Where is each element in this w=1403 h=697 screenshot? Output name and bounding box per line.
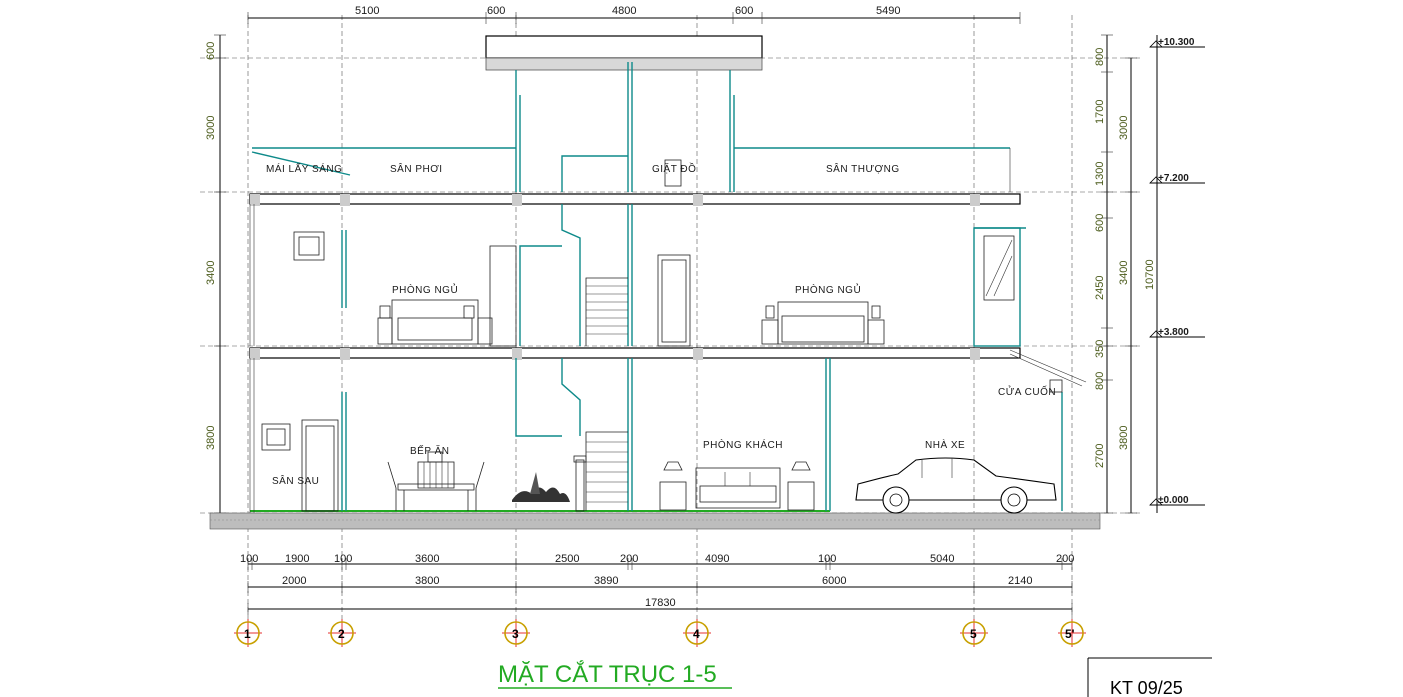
axis-5: 5 xyxy=(960,619,988,647)
bottom1-dim-8: 100 xyxy=(818,553,836,565)
level-markers: +10.300 +7.200 +3.800 ±0.000 xyxy=(1149,37,1205,506)
left-dim-1: 600 xyxy=(205,42,217,60)
bottom1-dim-1: 100 xyxy=(240,553,258,565)
right-dim-mid-3: 3800 xyxy=(1118,426,1130,450)
sheet-box: KT 09/25 xyxy=(1087,657,1212,697)
bottom-dimension-chain-1: 100 1900 100 3600 2500 200 4090 100 5040… xyxy=(240,553,1074,570)
bottom-dimension-total: 17830 xyxy=(247,597,1073,615)
right-dim-inner-2: 1700 xyxy=(1094,100,1106,124)
axis-2: 2 xyxy=(328,619,356,647)
label-san-phoi: SÂN PHƠI xyxy=(390,162,443,175)
top-dim-4: 600 xyxy=(735,5,753,17)
bottom2-dim-3: 3890 xyxy=(594,575,618,587)
bottom1-dim-3: 100 xyxy=(334,553,352,565)
stair-floor-2 xyxy=(585,277,628,346)
right-dim-inner-3: 1300 xyxy=(1094,162,1106,186)
axis-gridlines xyxy=(200,15,1140,640)
ground-floor-walls xyxy=(249,349,1087,513)
bed-room-2 xyxy=(761,301,885,345)
label-phong-khach: PHÒNG KHÁCH xyxy=(703,438,783,451)
axis-1: 1 xyxy=(234,619,262,647)
dining-set xyxy=(387,451,485,511)
right-dim-inner-5: 2450 xyxy=(1094,276,1106,300)
top-dim-1: 5100 xyxy=(355,5,379,17)
label-phong-ngu-2: PHÒNG NGỦ xyxy=(795,283,861,296)
bottom1-dim-7: 4090 xyxy=(705,553,729,565)
right-dim-inner-4: 600 xyxy=(1094,214,1106,232)
right-dim-inner-6: 350 xyxy=(1094,340,1106,358)
axis-label-3: 3 xyxy=(512,627,519,641)
level-roof: +10.300 xyxy=(1158,37,1195,48)
left-dim-3: 3400 xyxy=(205,261,217,285)
car xyxy=(855,457,1057,514)
room-labels: MÁI LẤY SÁNG SÂN PHƠI GIẶT ĐỒ SÂN THƯỢNG… xyxy=(266,162,1056,487)
left-dim-4: 3800 xyxy=(205,426,217,450)
left-dimension-chain: 600 3000 3400 3800 xyxy=(205,34,226,514)
bottom1-dim-4: 3600 xyxy=(415,553,439,565)
axis-label-4: 4 xyxy=(693,627,700,641)
right-dim-inner-8: 2700 xyxy=(1094,444,1106,468)
axis-3: 3 xyxy=(502,619,530,647)
axis-label-2: 2 xyxy=(338,627,345,641)
axis-4: 4 xyxy=(683,619,711,647)
label-san-thuong: SÂN THƯỢNG xyxy=(826,162,900,175)
right-dim-total: 10700 xyxy=(1144,259,1156,290)
floor-3-slab xyxy=(249,193,1021,206)
bottom2-dim-2: 3800 xyxy=(415,575,439,587)
bottom1-dim-9: 5040 xyxy=(930,553,954,565)
ground xyxy=(209,510,1101,530)
sheet-number: KT 09/25 xyxy=(1110,678,1183,697)
plant-decor xyxy=(512,472,570,502)
bottom1-dim-10: 200 xyxy=(1056,553,1074,565)
right-dim-mid-2: 3400 xyxy=(1118,261,1130,285)
right-dim-inner-1: 800 xyxy=(1094,48,1106,66)
axis-label-5: 5 xyxy=(970,627,977,641)
bottom-dimension-chain-2: 2000 3800 3890 6000 2140 xyxy=(247,575,1073,593)
axis-5-prime: 5' xyxy=(1058,619,1086,647)
label-mai-lay-sang: MÁI LẤY SÁNG xyxy=(266,162,342,175)
bottom1-dim-6: 200 xyxy=(620,553,638,565)
top-dimension-chain: 5100 600 4800 600 5490 xyxy=(247,5,1021,24)
title-text: MẶT CẮT TRỤC 1-5 xyxy=(498,660,717,688)
bed-room-1 xyxy=(377,299,493,345)
bottom1-dim-5: 2500 xyxy=(555,553,579,565)
bottom2-dim-5: 2140 xyxy=(1008,575,1032,587)
right-dim-inner-7: 800 xyxy=(1094,372,1106,390)
axis-bubbles: 1 2 3 4 5 5' xyxy=(234,619,1086,647)
living-set xyxy=(659,461,815,511)
bottom2-dim-1: 2000 xyxy=(282,575,306,587)
level-floor-2: +3.800 xyxy=(1158,327,1189,338)
level-ground: ±0.000 xyxy=(1158,495,1189,506)
terrace-parapets xyxy=(251,147,1011,192)
bottom2-dim-4: 6000 xyxy=(822,575,846,587)
label-cua-cuon: CỬA CUỐN xyxy=(998,384,1056,398)
axis-label-1: 1 xyxy=(244,627,251,641)
floor-2-walls xyxy=(249,204,1026,347)
stair-tower-roof xyxy=(485,35,763,192)
label-nha-xe: NHÀ XE xyxy=(925,438,965,451)
left-dim-2: 3000 xyxy=(205,116,217,140)
bottom-total-dim: 17830 xyxy=(645,597,676,609)
label-san-sau: SÂN SAU xyxy=(272,474,319,487)
label-phong-ngu-1: PHÒNG NGỦ xyxy=(392,283,458,296)
top-dim-2: 600 xyxy=(487,5,505,17)
right-dimension-chains: 800 1700 1300 600 2450 350 800 2700 3000… xyxy=(1094,34,1158,514)
level-floor-3: +7.200 xyxy=(1158,173,1189,184)
floor-2-slab xyxy=(249,347,1021,360)
right-dim-mid-1: 3000 xyxy=(1118,116,1130,140)
bottom1-dim-2: 1900 xyxy=(285,553,309,565)
drawing-title: MẶT CẮT TRỤC 1-5 xyxy=(498,660,732,689)
stair-ground xyxy=(573,431,628,512)
axis-label-5-prime: 5' xyxy=(1065,627,1075,641)
label-giat-do: GIẶT ĐỒ xyxy=(652,162,696,175)
top-dim-3: 4800 xyxy=(612,5,636,17)
label-bep-an: BẾP ĂN xyxy=(410,444,450,457)
top-dim-5: 5490 xyxy=(876,5,900,17)
